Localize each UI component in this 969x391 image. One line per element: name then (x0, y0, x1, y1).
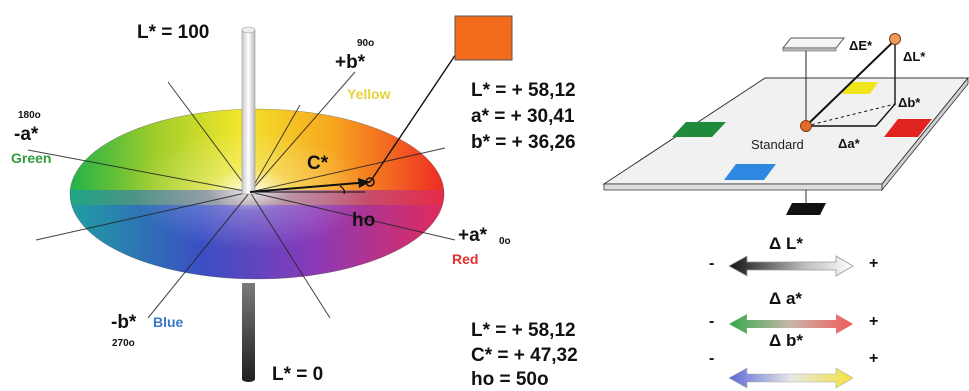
hue-ellipse (69, 108, 445, 280)
lch-l-value: L* = + 58,12 (471, 320, 576, 341)
plus-b-label: +b* (335, 52, 366, 73)
green-label: Green (11, 150, 52, 166)
yellow-patch (842, 82, 878, 94)
legend-a-minus: - (709, 313, 715, 330)
delta-l-label: ΔL* (903, 49, 926, 64)
red-label: Red (452, 251, 479, 267)
delta-e-label: ΔE* (849, 38, 873, 53)
chroma-vector (249, 44, 463, 195)
minus-a-label: -a* (14, 124, 39, 145)
black-tile (786, 203, 826, 215)
legend-b-plus: + (869, 350, 879, 367)
deg-270-label: 270o (112, 338, 135, 349)
lab-l-value: L* = + 58,12 (471, 80, 576, 101)
delta-a-arrow (729, 314, 853, 334)
plus-a-label: +a* (458, 225, 488, 246)
lch-h-value: ho = 50o (471, 369, 549, 390)
legend-delta-l: Δ L* (769, 234, 803, 253)
hue-angle-label: ho (352, 210, 376, 231)
yellow-label: Yellow (347, 86, 391, 102)
deg-180-label: 180o (18, 110, 41, 121)
lightness-pole-bottom (242, 283, 255, 382)
l-100-label: L* = 100 (137, 22, 210, 43)
deg-90-label: 90o (357, 38, 375, 49)
standard-label: Standard (751, 137, 804, 152)
minus-b-label: -b* (111, 312, 137, 333)
deg-0-label: 0o (499, 236, 511, 247)
chroma-label: C* (307, 153, 329, 174)
lch-c-value: C* = + 47,32 (471, 345, 578, 366)
lightness-pole-top (241, 26, 256, 195)
tolerance-plane (602, 33, 969, 215)
l-0-label: L* = 0 (272, 364, 324, 385)
green-patch (672, 122, 726, 137)
lab-b-value: b* = + 36,26 (471, 132, 576, 153)
legend-delta-a: Δ a* (769, 289, 803, 308)
blue-patch (724, 164, 776, 180)
legend-l-minus: - (709, 255, 715, 272)
legend-l-plus: + (869, 255, 879, 272)
red-patch (884, 119, 932, 137)
hue-axis-lines (27, 71, 456, 319)
delta-b-arrow (728, 367, 854, 389)
blue-label: Blue (153, 314, 184, 330)
legend-a-plus: + (869, 313, 879, 330)
delta-l-arrow (728, 255, 854, 277)
delta-b-label: Δb* (898, 95, 921, 110)
sample-swatch (454, 15, 513, 61)
legend-b-minus: - (709, 350, 715, 367)
delta-a-label: Δa* (838, 136, 860, 151)
legend-delta-b: Δ b* (769, 331, 803, 350)
lab-a-value: a* = + 30,41 (471, 106, 575, 127)
